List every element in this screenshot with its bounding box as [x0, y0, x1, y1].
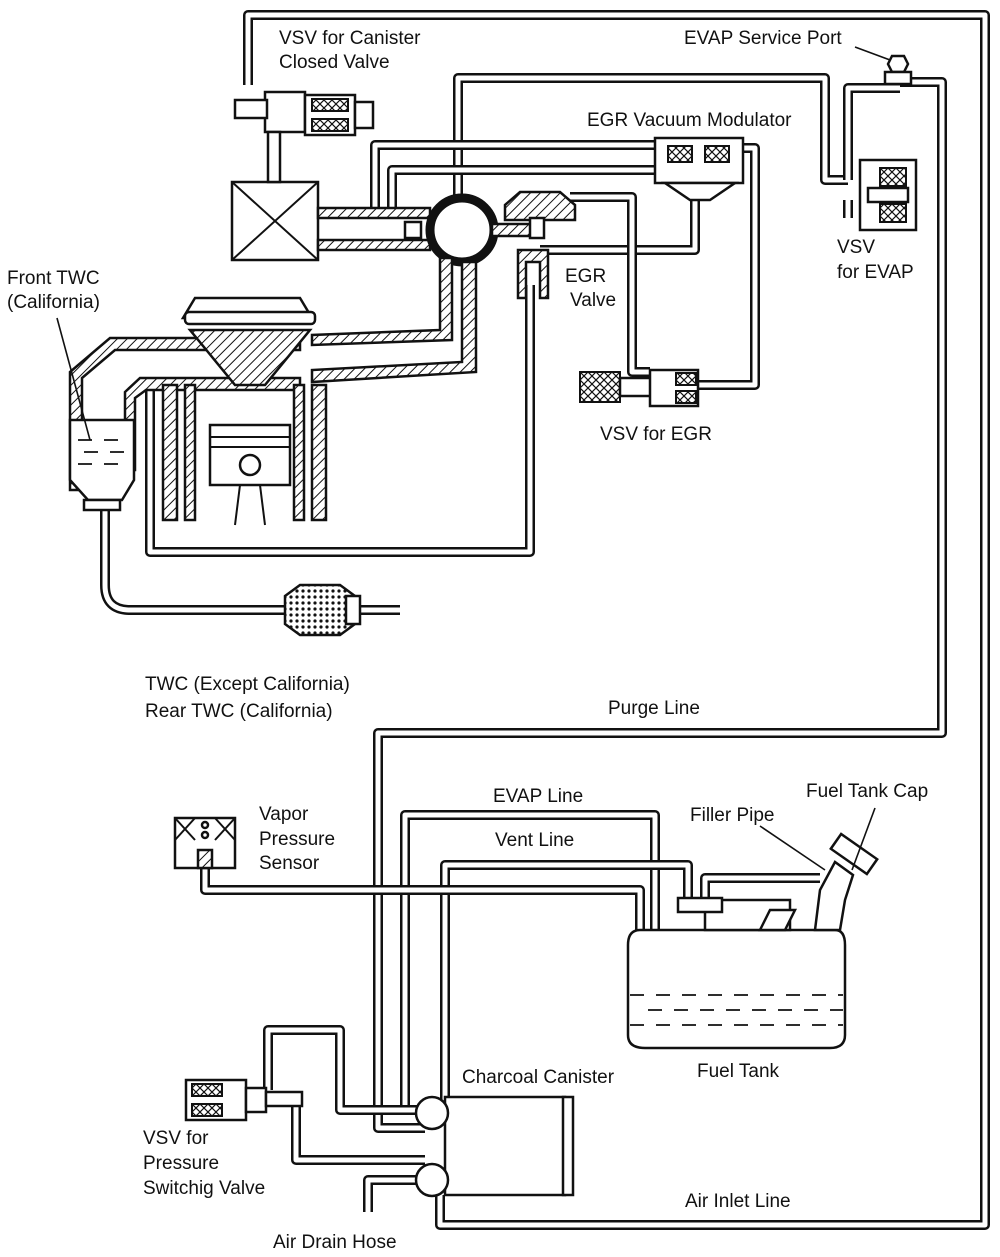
label-vsv-pressure-1: VSV for	[143, 1128, 209, 1149]
egr-vacuum-modulator	[653, 136, 745, 202]
label-twc-except-1: TWC (Except California)	[145, 674, 350, 695]
label-vsv-pressure-3: Switchig Valve	[143, 1178, 265, 1199]
label-vsv-evap-2: for EVAP	[837, 262, 914, 283]
label-egr-valve-2: Valve	[570, 290, 616, 311]
label-evap-service-port: EVAP Service Port	[684, 28, 842, 49]
label-fuel-tank: Fuel Tank	[697, 1061, 780, 1082]
label-charcoal-canister: Charcoal Canister	[462, 1067, 615, 1088]
label-egr-vacuum-modulator: EGR Vacuum Modulator	[587, 110, 792, 131]
filler-pipe	[813, 860, 855, 932]
vsv-canister-closed-valve	[233, 90, 375, 184]
label-evap-line: EVAP Line	[493, 786, 583, 807]
fuel-tank-cap	[829, 832, 879, 876]
label-vent-line: Vent Line	[495, 830, 574, 851]
label-air-drain-hose: Air Drain Hose	[273, 1232, 397, 1253]
label-front-twc-1: Front TWC	[7, 268, 100, 289]
label-vapor-sensor-3: Sensor	[259, 853, 320, 874]
leader-lines	[56, 46, 891, 871]
rear-twc	[283, 583, 357, 637]
label-purge-line: Purge Line	[608, 698, 700, 719]
vsv-pressure-switching-valve	[184, 1078, 304, 1122]
label-vsv-pressure-2: Pressure	[143, 1153, 219, 1174]
components	[173, 54, 918, 1198]
label-front-twc-2: (California)	[7, 292, 100, 313]
evap-service-port	[883, 54, 913, 86]
hose-lines	[100, 10, 990, 1230]
engine-assembly	[68, 180, 544, 637]
label-vapor-sensor-2: Pressure	[259, 829, 335, 850]
label-fuel-tank-cap: Fuel Tank Cap	[806, 781, 928, 802]
label-air-inlet-line: Air Inlet Line	[685, 1191, 791, 1212]
label-vsv-evap-1: VSV	[837, 237, 875, 258]
front-twc	[68, 418, 136, 502]
label-vsv-canister-2: Closed Valve	[279, 52, 390, 73]
vapor-pressure-sensor	[173, 816, 237, 870]
label-twc-except-2: Rear TWC (California)	[145, 701, 333, 722]
label-vsv-canister-1: VSV for Canister	[279, 28, 421, 49]
label-egr-valve-1: EGR	[565, 266, 606, 287]
vsv-evap	[858, 158, 918, 232]
label-filler-pipe: Filler Pipe	[690, 805, 774, 826]
label-vapor-sensor-1: Vapor	[259, 804, 309, 825]
vsv-egr	[579, 368, 700, 408]
intake-plenum	[425, 193, 499, 267]
vapor-sensor-line	[200, 868, 645, 930]
fuel-tank	[626, 832, 879, 1050]
label-vsv-egr: VSV for EGR	[600, 424, 712, 445]
labels: VSV for Canister Closed Valve EVAP Servi…	[7, 28, 928, 1253]
charcoal-canister	[414, 1095, 575, 1198]
egr-valve	[503, 190, 577, 300]
